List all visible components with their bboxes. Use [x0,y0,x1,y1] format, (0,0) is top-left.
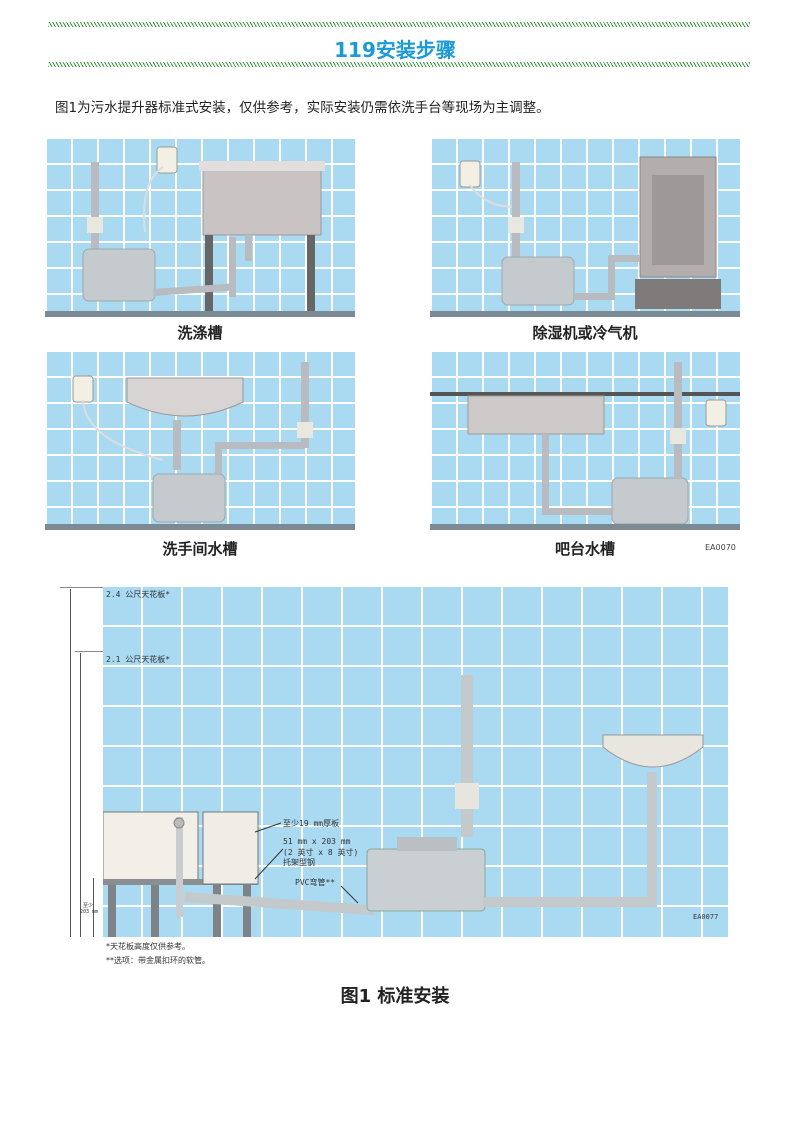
footnote-2: **选项：带金属扣环的软管。 [106,956,210,965]
caption-bar-sink: 吧台水槽 [554,540,615,558]
footnote-1: *天花板高度仅供参考。 [106,942,190,951]
panels-code: EA0070 [705,543,736,552]
dimension-21 [80,653,81,937]
intro-text: 图1为污水提升器标准式安装，仅供参考，实际安装仍需依洗手台等现场为主调整。 [55,100,550,116]
floor [430,524,740,530]
standard-installation-diagram: 2.4 公尺天花板* 2.1 公尺天花板* 至少19 mm厚板 51 mm x … [103,587,728,937]
label-pvc: PVC弯管** [295,878,336,887]
label-min-height-1: 至少 [83,903,94,909]
page-title: 119安装步骤 [334,38,456,62]
header-rule-top [48,22,750,27]
dimension-203 [93,878,94,937]
label-ceiling-24: 2.4 公尺天花板* [106,590,171,599]
illustration-bathroom-sink [45,350,355,530]
label-min-height-2: 203 mm [80,909,99,915]
label-beam-2: (2 英寸 x 8 英寸) [283,848,359,857]
floor [430,311,740,317]
kitchen-sink-drawing [82,146,325,311]
label-beam-1: 51 mm x 203 mm [283,837,351,846]
floor [45,524,355,530]
illustration-kitchen-sink [45,137,355,317]
caption-kitchen-sink: 洗涤槽 [177,324,223,342]
label-min-board: 至少19 mm厚板 [283,819,340,828]
bathroom-sink-drawing [72,362,313,523]
diagram-code: EA0077 [693,913,719,921]
illustration-dehumidifier [430,137,740,317]
header-rule-bottom [48,62,750,67]
floor [45,311,355,317]
figure-caption: 图1 标准安装 [340,986,450,1007]
illustration-bar-sink [430,350,740,530]
bar-sink-drawing [430,362,740,525]
installation-drawing [103,675,704,937]
dimension-24 [70,589,71,937]
label-beam-3: 托架型钢 [283,858,315,867]
dehumidifier-drawing [459,156,721,309]
label-ceiling-21: 2.1 公尺天花板* [106,655,171,664]
caption-dehumidifier: 除湿机或冷气机 [532,324,638,342]
caption-bathroom-sink: 洗手间水槽 [162,540,238,558]
